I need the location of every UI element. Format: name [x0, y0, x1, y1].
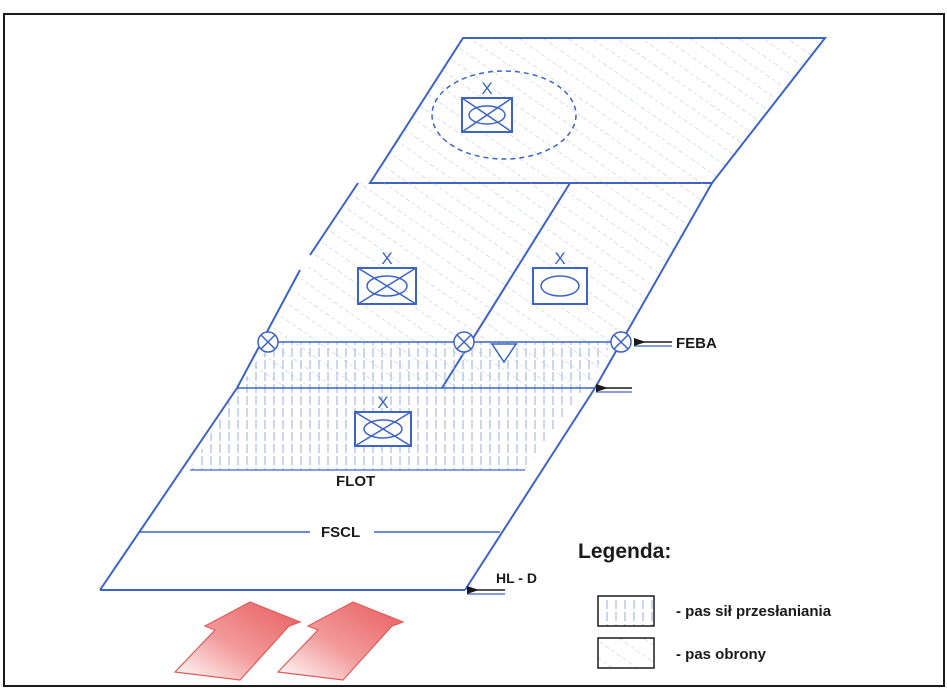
- lower-zone-outline: [99, 341, 616, 591]
- unit-symbol-top: X: [461, 79, 513, 133]
- strongpoint-left: [257, 331, 279, 353]
- legend-swatch-covering: [597, 595, 655, 627]
- unit-echelon-mark: X: [554, 249, 565, 268]
- flot-label: FLOT: [336, 473, 375, 490]
- unit-symbol-right: X: [532, 249, 588, 305]
- legend-swatch-defense: [597, 637, 655, 669]
- legend-item-defense: - pas obrony: [676, 646, 767, 663]
- fscl-label: FSCL: [321, 524, 360, 541]
- legend-item-covering: - pas sił przesłaniania: [676, 603, 832, 620]
- hld-pointer: [467, 586, 505, 595]
- legend: Legenda: - pas sił przesłaniania - pas o…: [578, 540, 832, 669]
- unit-symbol-bottom: X: [354, 393, 412, 447]
- hld-label: HL - D: [496, 570, 537, 586]
- advance-arrow-left: [173, 601, 302, 681]
- advance-arrow-right: [276, 601, 405, 681]
- unit-echelon-mark: X: [377, 393, 388, 412]
- unit-echelon-mark: X: [481, 79, 492, 98]
- feba-pointer: [634, 338, 672, 347]
- unit-symbol-left: X: [357, 249, 417, 305]
- triangle-marker: [490, 343, 518, 364]
- top-zone: [368, 37, 828, 184]
- strongpoint-middle: [453, 331, 475, 353]
- band-pointer: [596, 384, 632, 393]
- strongpoint-right: [610, 331, 632, 353]
- legend-title: Legenda:: [578, 540, 671, 563]
- unit-echelon-mark: X: [381, 249, 392, 268]
- dashed-ellipse: [431, 70, 577, 160]
- feba-label: FEBA: [676, 335, 717, 352]
- frame-border: [3, 13, 945, 687]
